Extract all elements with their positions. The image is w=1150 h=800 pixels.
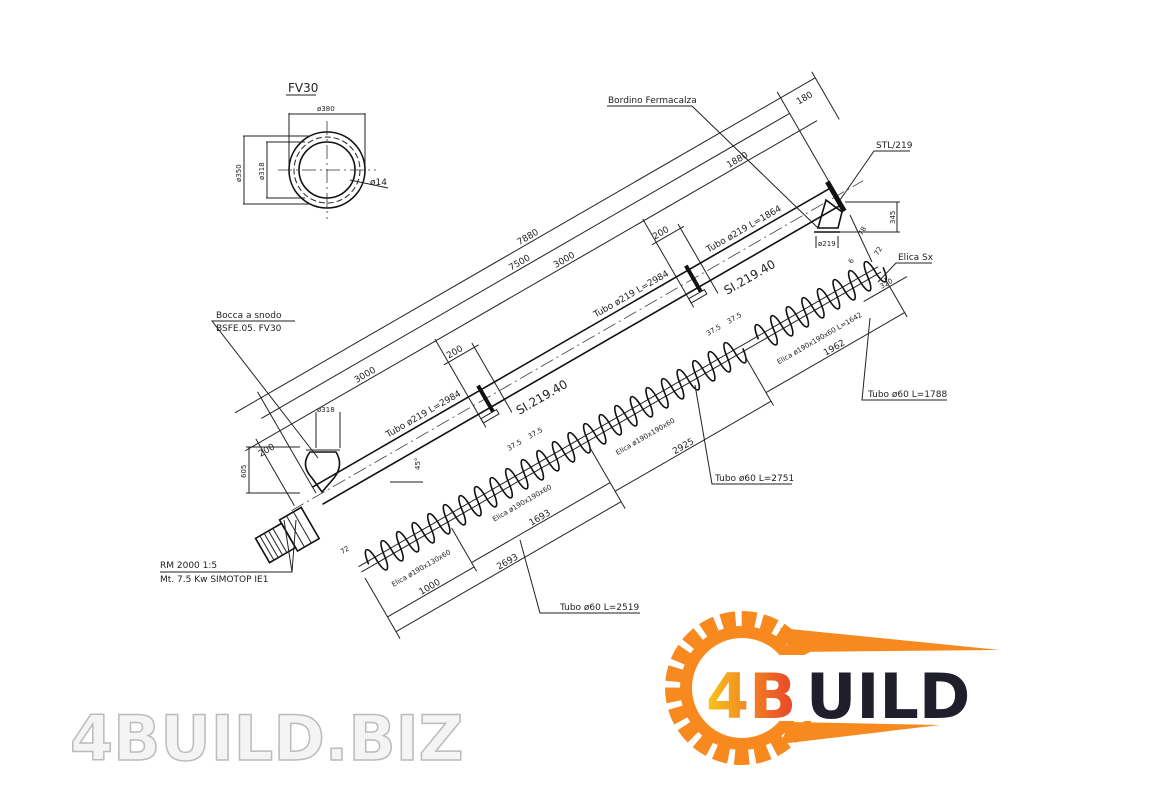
- callout-bocca-line1: Bocca a snodo: [216, 311, 282, 321]
- dim-72-end: 72: [873, 245, 884, 257]
- dim-1962: 1962: [822, 338, 847, 358]
- dim-45-deg: 45°: [414, 458, 422, 470]
- logo-accent-text: 4B: [706, 660, 796, 733]
- callout-tubo60-2519: Tubo ø60 L=2519: [559, 603, 639, 613]
- si-label-1: SI.219.40: [514, 377, 570, 418]
- dim-hole-diameter: ø14: [370, 178, 387, 188]
- dim-3000-a: 3000: [353, 365, 378, 385]
- dim-78: 78: [857, 225, 868, 237]
- callout-bocca-line2: BSFE.05. FV30: [216, 324, 282, 334]
- dim-total-length: 7880: [516, 228, 541, 248]
- end-flange: [825, 180, 847, 213]
- dim-3000-b: 3000: [552, 250, 577, 270]
- callout-elica-sx: Elica Sx: [898, 253, 934, 263]
- dim-1880: 1880: [725, 150, 750, 170]
- dim-6: 6: [847, 257, 856, 265]
- inlet-hopper: ø318 605 45°: [240, 406, 423, 494]
- section-title: FV30: [288, 81, 318, 95]
- logo-main-text: UILD: [806, 660, 970, 733]
- watermark: 4BUILD.BIZ: [70, 702, 464, 775]
- flange-joint: [684, 264, 703, 293]
- dim-72: 72: [339, 545, 351, 556]
- callout-tubo60-2751: Tubo ø60 L=2751: [714, 474, 794, 484]
- dim-outer-diameter: ø380: [317, 105, 335, 113]
- callout-bordino-fermacalza: Bordino Fermacalza: [608, 96, 697, 106]
- tube-label-1: Tubo ø219 L=2984: [384, 389, 464, 441]
- callouts: Bordino Fermacalza STL/219 Elica Sx Bocc…: [160, 96, 947, 614]
- outlet-detail: ø219 345 78 72 6: [814, 198, 900, 265]
- dim-37-5-c: 37.5: [705, 323, 723, 338]
- screw-helix: [358, 261, 888, 573]
- helix-label-1: Elica ø190x130x60: [390, 548, 452, 588]
- tube-label-3: Tubo ø219 L=1864: [704, 204, 784, 256]
- flange-joint: [476, 384, 495, 413]
- dim-37-5-d: 37.5: [726, 311, 744, 326]
- section-view-fv30: FV30 ø380 ø350 ø318 ø14: [235, 81, 389, 219]
- helix-label-3: Elica ø190x190x60: [614, 417, 676, 457]
- sleeve-coupling: [688, 288, 708, 304]
- dim-7500: 7500: [507, 253, 532, 273]
- dim-37-5-a: 37.5: [506, 438, 524, 453]
- callout-motor-line1: RM 2000 1:5: [160, 561, 217, 571]
- dim-bolt-diameter: ø350: [235, 164, 243, 182]
- dim-200-a: 200: [257, 442, 277, 459]
- dim-2925: 2925: [671, 437, 696, 457]
- dim-inlet-diameter: ø318: [317, 406, 335, 414]
- dim-605: 605: [240, 465, 248, 478]
- dim-inner-diameter: ø318: [258, 162, 266, 180]
- dim-1693: 1693: [528, 508, 553, 528]
- dim-1000: 1000: [418, 578, 443, 598]
- dim-37-5-b: 37.5: [527, 426, 545, 441]
- dim-2693: 2693: [495, 552, 520, 572]
- callout-motor-line2: Mt. 7.5 Kw SIMOTOP IE1: [160, 575, 268, 585]
- sleeve-coupling: [480, 408, 500, 424]
- tube-label-2: Tubo ø219 L=2984: [591, 269, 671, 321]
- callout-tubo60-1788: Tubo ø60 L=1788: [867, 390, 947, 400]
- dim-345: 345: [889, 211, 897, 224]
- si-label-2: SI.219.40: [722, 257, 778, 298]
- brand-logo: 4B UILD: [665, 611, 1000, 765]
- dim-outlet-diameter: ø219: [818, 240, 836, 248]
- conveyor-assembly: 7880 7500 3000 3000 1880 180 200 200 200…: [234, 71, 908, 639]
- callout-stl: STL/219: [876, 141, 913, 151]
- dim-180: 180: [795, 90, 815, 107]
